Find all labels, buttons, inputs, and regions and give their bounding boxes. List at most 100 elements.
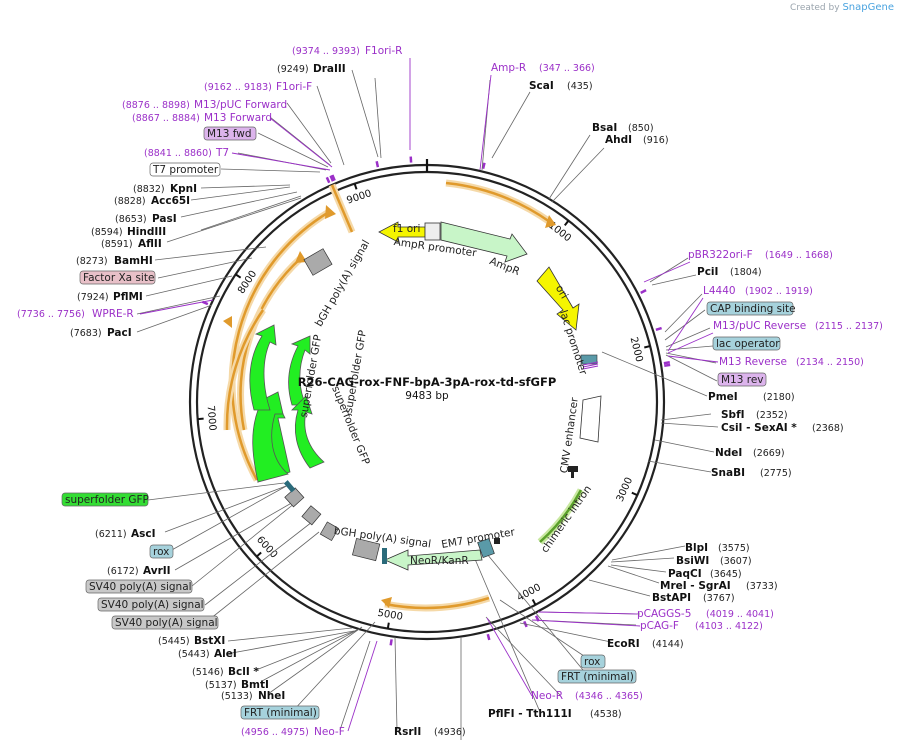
- box-frt-minimal-left: [240, 705, 320, 720]
- primer-neo-f-pos: (4956 .. 4975): [241, 727, 309, 738]
- enzyme-pcii-pos: (1804): [730, 267, 762, 278]
- enzyme-pmei: PmeI: [708, 391, 738, 403]
- tick-label-2000: 2000: [628, 336, 645, 363]
- enzyme-kpni-pos: (8832): [133, 184, 165, 195]
- enzyme-bamhi-pos: (8273): [76, 256, 108, 267]
- enzyme-paqci-pos: (3645): [710, 569, 742, 580]
- plasmid-length: 9483 bp: [405, 390, 449, 402]
- primer-neo-r-pos: (4346 .. 4365): [575, 691, 643, 702]
- primer-l4440-pos: (1902 .. 1919): [745, 286, 813, 297]
- enzyme-kpni: KpnI: [170, 183, 197, 195]
- label-ori: ori: [553, 283, 570, 301]
- enzyme-pasi-pos: (8653): [115, 214, 147, 225]
- enzyme-bsiwi-pos: (3607): [720, 556, 752, 567]
- sv40-polya-feature-2: [301, 505, 322, 526]
- orange-arcs: [223, 179, 556, 612]
- label-chimeric-intron: chimeric intron: [539, 483, 594, 555]
- primer-m13-fwd: M13 Forward: [204, 112, 272, 124]
- label-bgh-polya-lower: bGH poly(A) signal: [333, 525, 432, 551]
- label-cmv-enhancer: CMV enhancer: [558, 396, 581, 474]
- primer-t7: T7: [215, 147, 229, 159]
- credit-prefix: Created by: [790, 3, 840, 13]
- primer-neo-f: Neo-F: [314, 726, 345, 738]
- primer-neo-r: Neo-R: [531, 690, 563, 702]
- enzyme-paci-pos: (7683): [70, 328, 102, 339]
- enzyme-bsiwi: BsiWI: [676, 555, 709, 567]
- snapgene-credit: Created by SnapGene: [790, 2, 894, 13]
- enzyme-csii-sexai-pos: (2368): [812, 423, 844, 434]
- enzyme-ndei-pos: (2669): [753, 448, 785, 459]
- enzyme-bsai: BsaI: [592, 122, 617, 134]
- box-cap-binding-site: [706, 301, 794, 316]
- primer-tick: [655, 326, 663, 332]
- box-t7-promoter: [149, 162, 221, 177]
- enzyme-sbfi-pos: (2352): [756, 410, 788, 421]
- rox-feature: [382, 548, 387, 564]
- primer-f1ori-f-pos: (9162 .. 9183): [204, 82, 272, 93]
- primer-tick: [389, 639, 393, 646]
- enzyme-asci-pos: (6211): [95, 529, 127, 540]
- primer-f1ori-r-pos: (9374 .. 9393): [292, 46, 360, 57]
- primer-tick: [663, 361, 670, 365]
- tick-mark-1000: [564, 220, 570, 227]
- label-ampr: AmpR: [488, 255, 522, 278]
- enzyme-blpi-pos: (3575): [718, 543, 750, 554]
- primer-m13-fwd-pos: (8867 .. 8884): [132, 113, 200, 124]
- primer-f1ori-f: F1ori-F: [276, 81, 312, 93]
- box-frt-minimal-left-label: FRT (minimal): [244, 707, 317, 719]
- enzyme-bstxi-pos: (5445): [158, 636, 190, 647]
- primer-pcag-f-pos: (4103 .. 4122): [695, 621, 763, 632]
- box-m13-rev: [717, 372, 767, 387]
- enzyme-acc65i: Acc65I: [151, 195, 190, 207]
- sv40-polya-feature-1: [319, 521, 340, 542]
- tick-label-3000: 3000: [615, 476, 635, 504]
- em7-promoter-feature: [477, 537, 495, 559]
- box-m13-rev-label: M13 rev: [721, 374, 764, 386]
- box-m13-fwd-label: M13 fwd: [207, 128, 252, 140]
- enzyme-paci: PacI: [107, 327, 132, 339]
- box-lac-operator: [712, 336, 781, 351]
- box-frt-minimal-right-label: FRT (minimal): [561, 671, 634, 683]
- enzyme-alei-pos: (5443): [178, 649, 210, 660]
- enzyme-pflfi-tth111i: PflFI - Tth111I: [488, 708, 572, 720]
- sv40-polya-feature-3: [284, 487, 305, 508]
- enzyme-pflfi-tth111i-pos: (4538): [590, 709, 622, 720]
- enzyme-paqci: PaqCI: [668, 568, 702, 580]
- primer-pbr322ori-f-pos: (1649 .. 1668): [765, 250, 833, 261]
- enzyme-bmti: BmtI: [241, 679, 269, 691]
- label-neor-kanr: NeoR/KanR: [410, 555, 469, 567]
- enzyme-pmei-pos: (2180): [763, 392, 795, 403]
- em7-marker: [494, 538, 500, 544]
- primer-tick: [329, 175, 335, 182]
- primer-wpre-r: WPRE-R: [92, 308, 134, 320]
- primer-tick: [486, 633, 491, 641]
- primer-m13-rev: M13 Reverse: [719, 356, 787, 368]
- bgh-polya-feature-inner: [351, 537, 381, 562]
- tick-mark-2000: [644, 345, 651, 349]
- ampr-feature: [440, 221, 528, 263]
- enzyme-rsrii: RsrII: [394, 726, 421, 738]
- primer-wpre-r-pos: (7736 .. 7756): [17, 309, 85, 320]
- primer-m13puc-rev: M13/pUC Reverse: [713, 320, 806, 332]
- primer-amp-r: Amp-R: [491, 62, 526, 74]
- box-sv40-polya-1: [85, 579, 193, 594]
- tick-label-9000: 9000: [345, 188, 373, 206]
- primer-tick: [375, 160, 380, 168]
- box-lac-operator-label: lac operator: [716, 338, 780, 350]
- box-rox-left-label: rox: [153, 546, 169, 558]
- enzyme-pflmi-pos: (7924): [77, 292, 109, 303]
- primer-t7-pos: (8841 .. 8860): [144, 148, 212, 159]
- enzyme-bcli: BclI *: [228, 666, 259, 678]
- enzyme-csii-sexai: CsiI - SexAI *: [721, 422, 797, 434]
- tick-mark-4000: [531, 599, 537, 606]
- primer-tick: [640, 288, 647, 294]
- primer-f1ori-r: F1ori-R: [365, 45, 402, 57]
- enzyme-afl2-pos: (8591): [101, 239, 133, 250]
- tick-mark-9000: [353, 183, 358, 190]
- enzyme-mrei-sgrai-pos: (3733): [746, 581, 778, 592]
- enzyme-pasi: PasI: [152, 213, 177, 225]
- neor-kanr-feature: [383, 549, 483, 571]
- primer-m13puc-fwd: M13/pUC Forward: [194, 99, 287, 111]
- primer-pcag-f: pCAG-F: [640, 620, 679, 632]
